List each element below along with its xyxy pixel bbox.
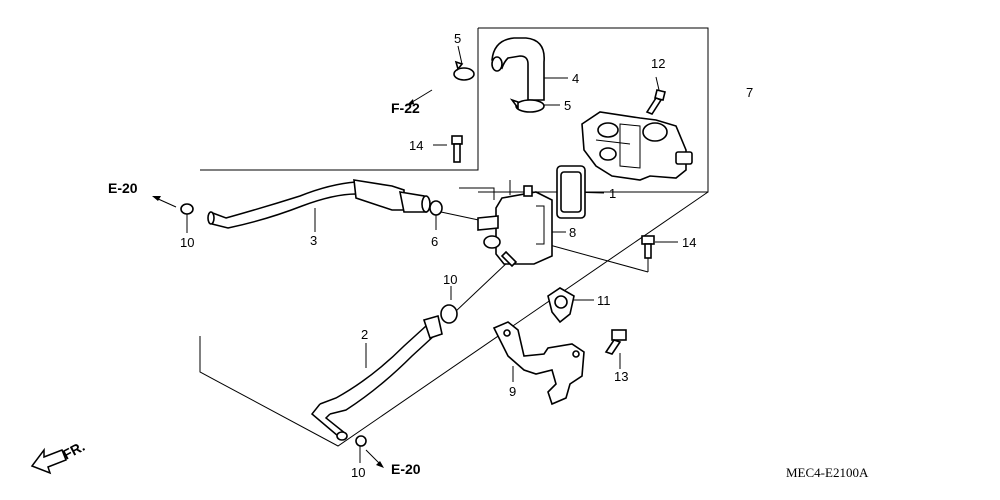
reference-arrows <box>152 89 433 468</box>
callout-labels: 5 4 5 12 7 14 1 8 14 3 6 10 10 11 2 13 9… <box>180 31 753 480</box>
callout-14-upper: 14 <box>409 138 423 153</box>
reference-e20-bottom: E-20 <box>391 461 421 477</box>
front-direction-indicator: FR. <box>30 438 87 475</box>
callout-13: 13 <box>614 369 628 384</box>
callout-9: 9 <box>509 384 516 399</box>
callout-7: 7 <box>746 85 753 100</box>
hose-part-2 <box>310 314 443 441</box>
leader-lines <box>186 45 678 463</box>
front-arrow-icon <box>30 447 67 475</box>
callout-5-lower: 5 <box>564 98 571 113</box>
hose-clamp-part-10-bottom <box>355 435 367 447</box>
hose-clamp-part-5-lower <box>509 98 545 113</box>
hose-clamp-part-6 <box>429 200 443 216</box>
bolt-part-14-lower <box>641 235 655 259</box>
hose-clamp-part-10-middle <box>440 304 458 324</box>
hose-part-3 <box>207 179 431 229</box>
hose-clamp-part-10-left <box>180 203 194 215</box>
callout-6: 6 <box>431 234 438 249</box>
iac-valve-part-7 <box>581 111 693 181</box>
bracket-part-9 <box>492 321 585 406</box>
callout-1: 1 <box>609 186 616 201</box>
assembly-outline <box>199 27 709 447</box>
bolt-part-14-upper <box>451 135 463 163</box>
hose-holder-part-11 <box>547 287 575 324</box>
callout-11: 11 <box>597 293 611 308</box>
callout-5-upper: 5 <box>454 31 461 46</box>
callout-14-lower: 14 <box>682 235 696 250</box>
reference-e20-top: E-20 <box>108 180 138 196</box>
reference-labels: F-22 E-20 E-20 <box>108 100 421 477</box>
elbow-hose-part-4 <box>491 37 545 101</box>
bolt-part-13 <box>604 329 627 355</box>
callout-10-bottom: 10 <box>351 465 365 480</box>
callout-10-left: 10 <box>180 235 194 250</box>
bolt-part-12 <box>645 89 666 115</box>
callout-8: 8 <box>569 225 576 240</box>
diagram-code: MEC4-E2100A <box>786 465 869 480</box>
callout-3: 3 <box>310 233 317 248</box>
valve-body-part-8 <box>477 185 553 268</box>
callout-12: 12 <box>651 56 665 71</box>
callout-2: 2 <box>361 327 368 342</box>
reference-f22: F-22 <box>391 100 420 116</box>
hose-clamp-part-5-upper <box>453 60 475 81</box>
callout-4: 4 <box>572 71 579 86</box>
gasket-part-1 <box>556 165 586 219</box>
callout-10-middle: 10 <box>443 272 457 287</box>
